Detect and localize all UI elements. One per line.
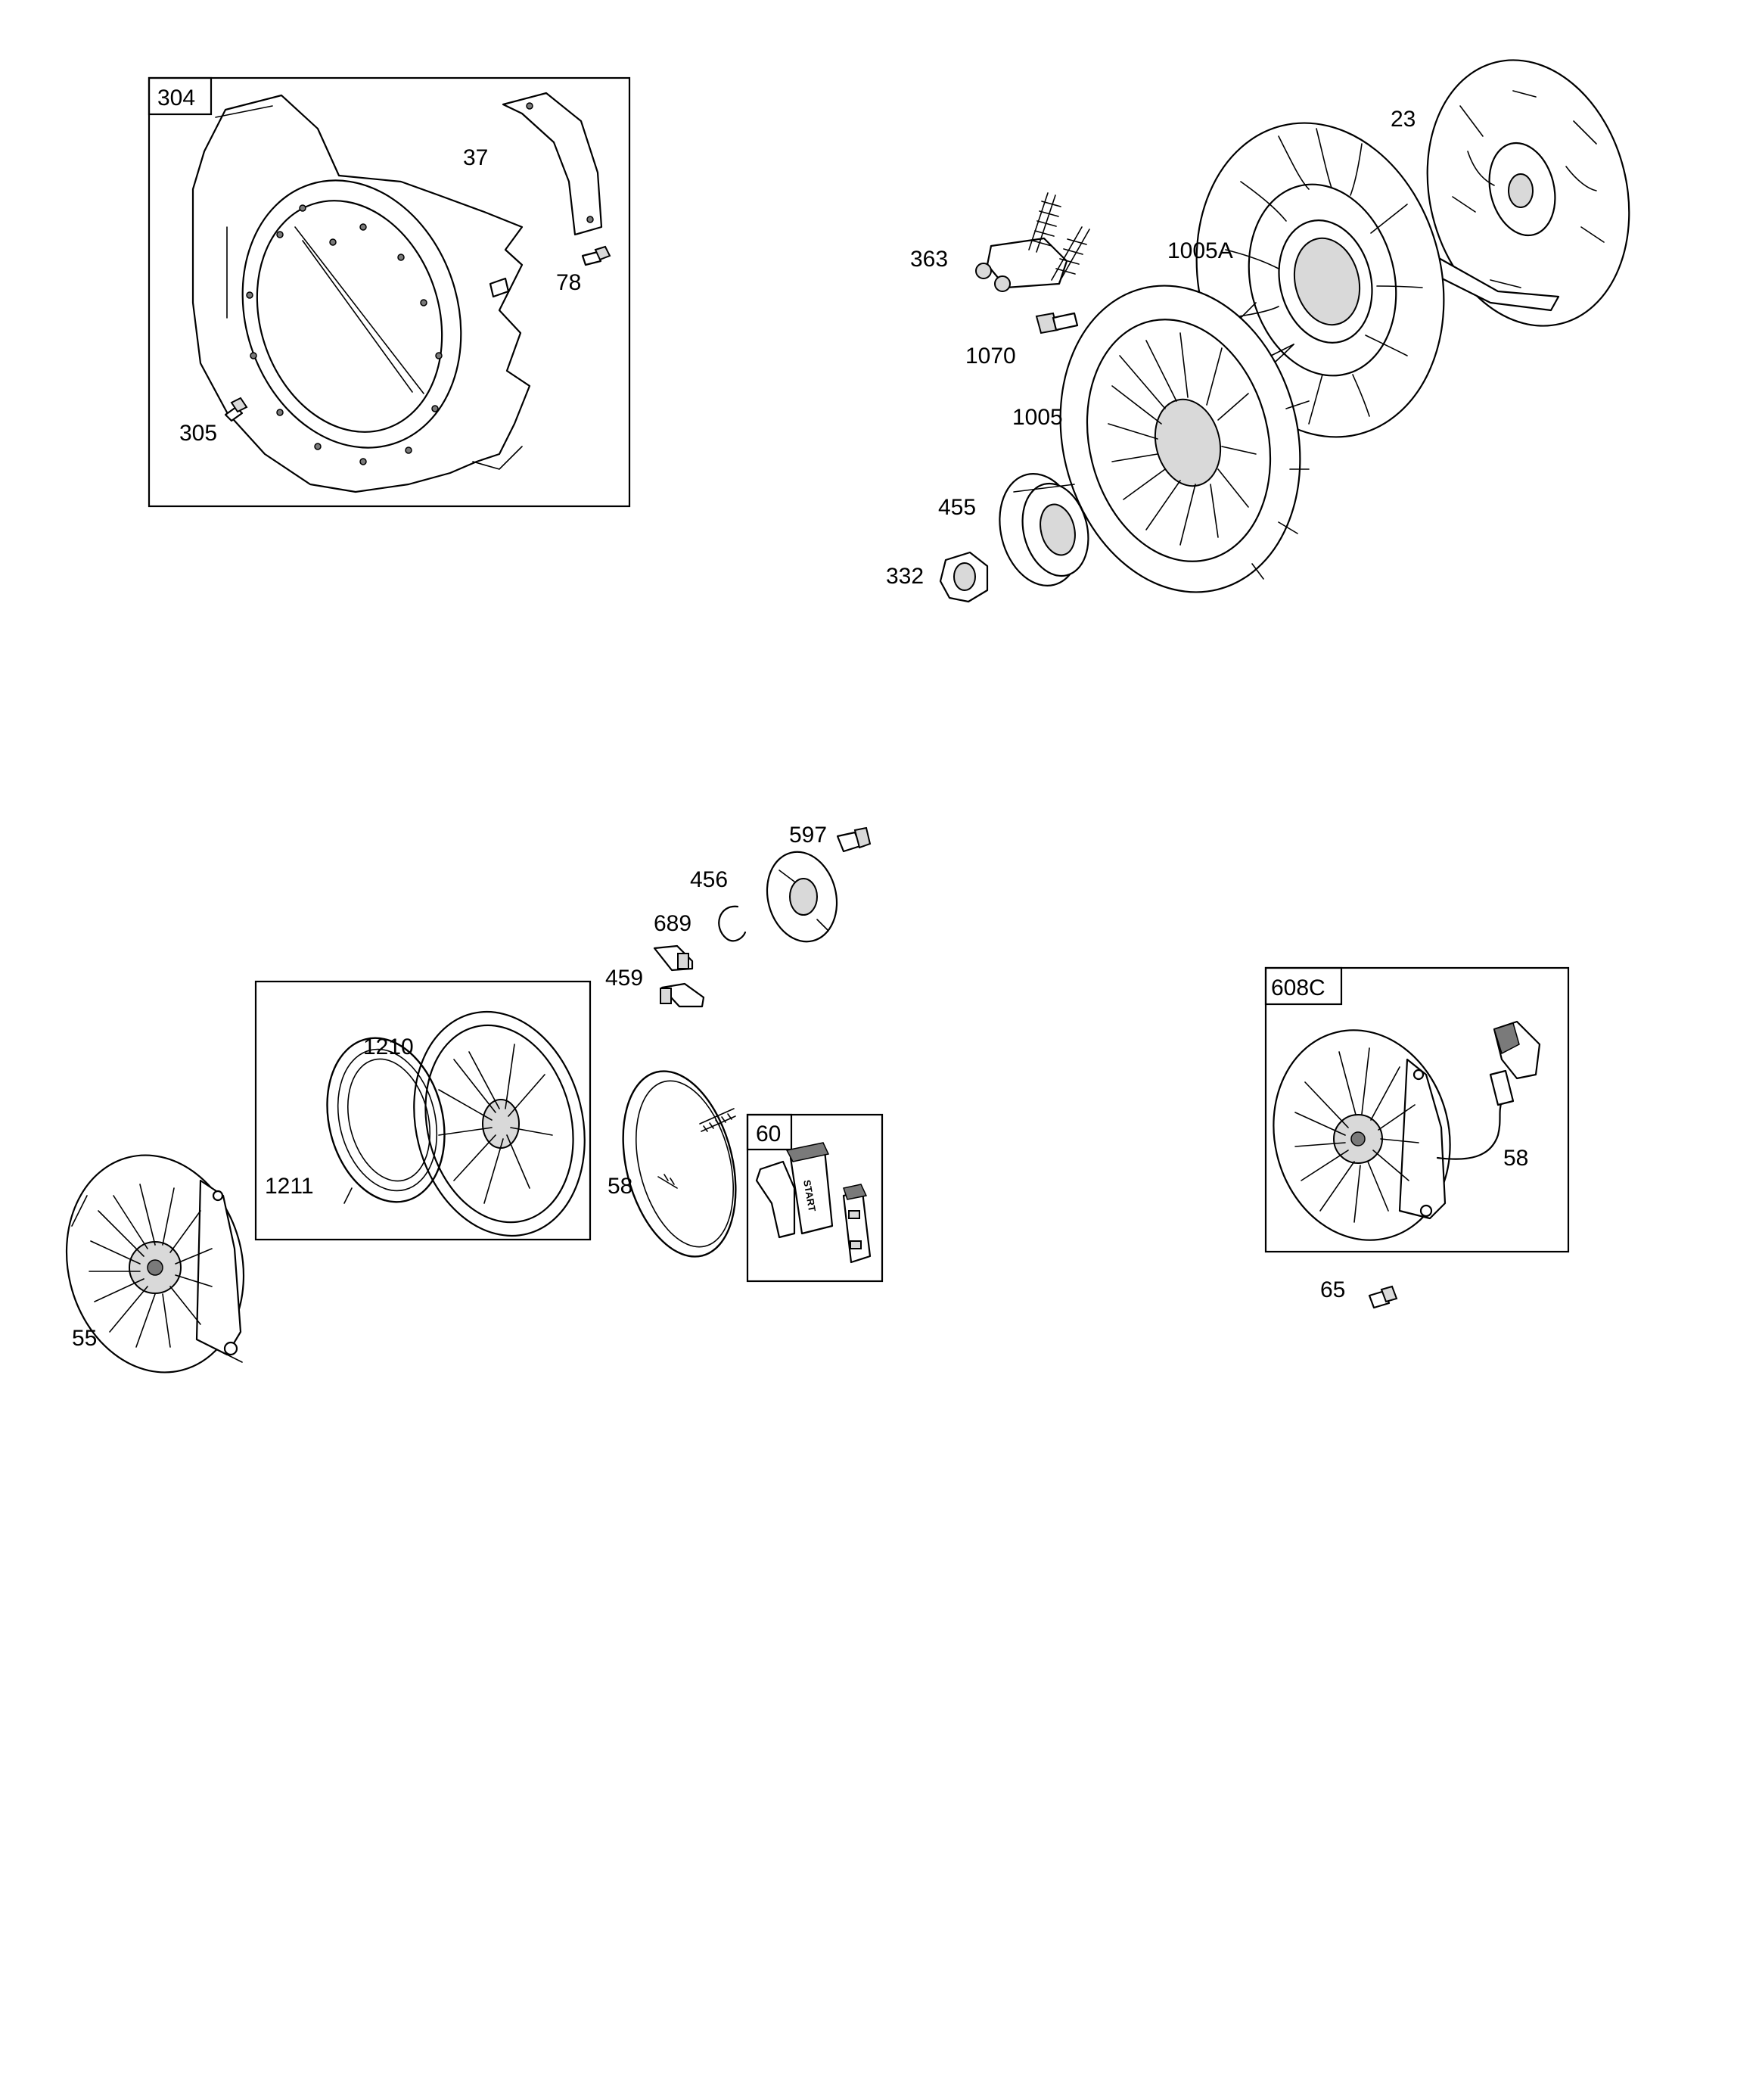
pulley-1210 bbox=[413, 1010, 586, 1237]
retainer-456 bbox=[766, 851, 838, 943]
screw-305 bbox=[224, 397, 248, 422]
callout-455: 455 bbox=[938, 495, 976, 520]
callout-58-rope: 58 bbox=[608, 1174, 632, 1199]
pawls-459 bbox=[653, 944, 705, 1008]
callout-55: 55 bbox=[72, 1326, 97, 1351]
starter-housing-55 bbox=[65, 1154, 245, 1374]
group-304-label: 304 bbox=[157, 86, 195, 110]
callout-65: 65 bbox=[1320, 1277, 1345, 1302]
group-304-label-box bbox=[148, 76, 213, 116]
air-guide-37 bbox=[502, 92, 603, 236]
handle-60: START bbox=[755, 1142, 872, 1264]
recoil-starter-parts: 597 456 689 459 1210 bbox=[65, 823, 884, 1374]
callout-332: 332 bbox=[886, 564, 924, 589]
callout-1005: 1005 bbox=[1012, 405, 1063, 430]
group-304-frame bbox=[148, 76, 631, 508]
callout-1211: 1211 bbox=[265, 1174, 314, 1199]
flywheel-23 bbox=[1426, 59, 1630, 327]
group-608C-label: 608C bbox=[1271, 975, 1325, 1000]
screw-597 bbox=[836, 826, 872, 853]
screw-65 bbox=[1368, 1285, 1398, 1309]
pulley-assembly-frame bbox=[254, 980, 592, 1241]
callout-37: 37 bbox=[463, 145, 488, 170]
group-60-label-box bbox=[746, 1113, 793, 1151]
group-60-frame bbox=[746, 1113, 884, 1283]
group-304: 304 37 78 bbox=[148, 76, 631, 508]
callout-1005A: 1005A bbox=[1167, 238, 1233, 263]
handle-start-text: START bbox=[801, 1179, 818, 1212]
group-608C-frame bbox=[1264, 966, 1570, 1253]
flywheel-assembly: 23 1005A bbox=[886, 59, 1630, 603]
starter-cup-455 bbox=[999, 473, 1089, 586]
callout-363: 363 bbox=[910, 247, 948, 272]
callout-58-starter: 58 bbox=[1503, 1146, 1528, 1171]
callout-456: 456 bbox=[690, 867, 728, 892]
group-60-label: 60 bbox=[756, 1122, 781, 1146]
spring-1211 bbox=[326, 1037, 446, 1204]
complete-starter bbox=[1273, 1020, 1541, 1241]
screw-1070 bbox=[1035, 312, 1079, 334]
clip-689 bbox=[718, 905, 747, 942]
callout-459: 459 bbox=[605, 966, 643, 991]
blower-housing bbox=[191, 94, 531, 493]
rope-58 bbox=[622, 1070, 737, 1258]
callout-305: 305 bbox=[179, 421, 217, 446]
group-608C-label-box bbox=[1264, 966, 1343, 1006]
callout-689: 689 bbox=[654, 911, 691, 936]
callout-78: 78 bbox=[556, 270, 581, 295]
callout-1070: 1070 bbox=[965, 344, 1016, 369]
callout-597: 597 bbox=[789, 823, 827, 848]
group-608C: 608C 58 bbox=[1264, 966, 1570, 1253]
fan-1005 bbox=[1059, 285, 1310, 593]
screw-78 bbox=[581, 245, 611, 266]
bracket-363 bbox=[975, 192, 1090, 292]
callout-23: 23 bbox=[1391, 107, 1416, 132]
nut-332 bbox=[939, 551, 989, 603]
